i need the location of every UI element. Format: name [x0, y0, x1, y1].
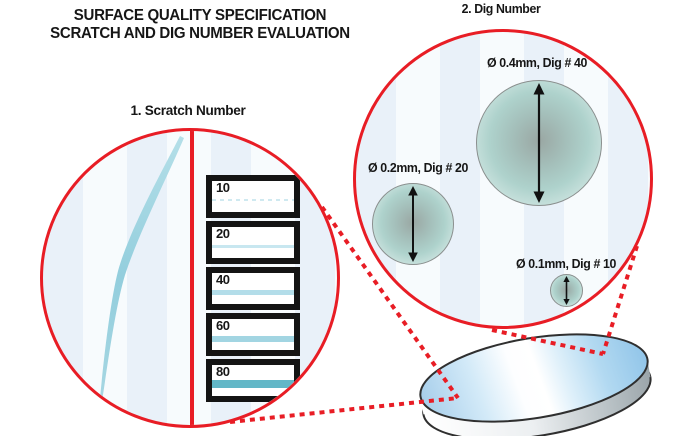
scratch-width-stripe	[212, 245, 294, 248]
scratch-row-number: 80	[216, 364, 230, 379]
diameter-arrow-icon	[563, 276, 570, 305]
scratch-section-label: 1. Scratch Number	[130, 102, 246, 118]
scratch-zoom-circle: 10 20 40 60 80	[40, 128, 340, 428]
scratch-row: 10	[206, 175, 300, 218]
dig-40-circle	[476, 80, 602, 206]
scratch-row: 60	[206, 313, 300, 356]
diameter-arrow-icon	[408, 186, 418, 262]
dig-20-label: Ø 0.2mm, Dig # 20	[368, 160, 468, 175]
disc-rim	[420, 358, 651, 415]
scratch-width-stripe	[212, 290, 294, 295]
title-line-2: SCRATCH AND DIG NUMBER EVALUATION	[50, 25, 350, 42]
scratch-width-stripe	[212, 380, 294, 388]
disc-side	[422, 351, 652, 436]
dig-10-circle	[550, 274, 583, 307]
page-title: SURFACE QUALITY SPECIFICATION SCRATCH AN…	[50, 7, 350, 43]
title-line-1: SURFACE QUALITY SPECIFICATION	[73, 7, 327, 24]
dig-40-label: Ø 0.4mm, Dig # 40	[487, 55, 587, 70]
divider-line	[190, 131, 194, 425]
scratch-width-stripe	[212, 336, 294, 342]
disc-top-face	[419, 333, 649, 423]
scratch-row-number: 10	[216, 180, 230, 195]
scratch-row-number: 60	[216, 318, 230, 333]
scratch-row: 40	[206, 267, 300, 310]
scratch-row-number: 40	[216, 272, 230, 287]
scratch-width-stripe	[212, 199, 294, 201]
diameter-arrow-icon	[533, 83, 545, 203]
scratch-row: 20	[206, 221, 300, 264]
dig-section-label: 2. Dig Number	[461, 1, 541, 16]
dig-20-circle	[372, 183, 454, 265]
dig-callout-line-left	[491, 328, 604, 356]
dig-zoom-circle: Ø 0.4mm, Dig # 40 Ø 0.2mm, Dig # 20 Ø 0.…	[353, 29, 653, 329]
scratch-table: 10 20 40 60 80	[206, 175, 300, 405]
scratch-row: 80	[206, 359, 300, 402]
optical-disc	[419, 333, 652, 436]
scratch-row-number: 20	[216, 226, 230, 241]
dig-10-label: Ø 0.1mm, Dig # 10	[516, 256, 616, 271]
